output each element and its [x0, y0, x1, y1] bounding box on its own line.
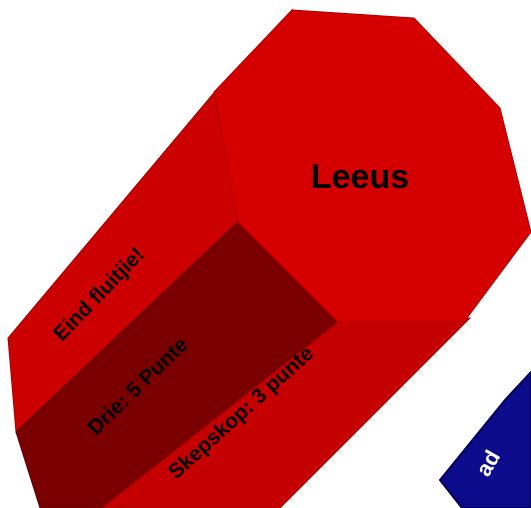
prism-top-face	[213, 9, 531, 323]
top-face-label: Leeus	[311, 158, 409, 196]
blue-prism-partial	[438, 370, 531, 508]
